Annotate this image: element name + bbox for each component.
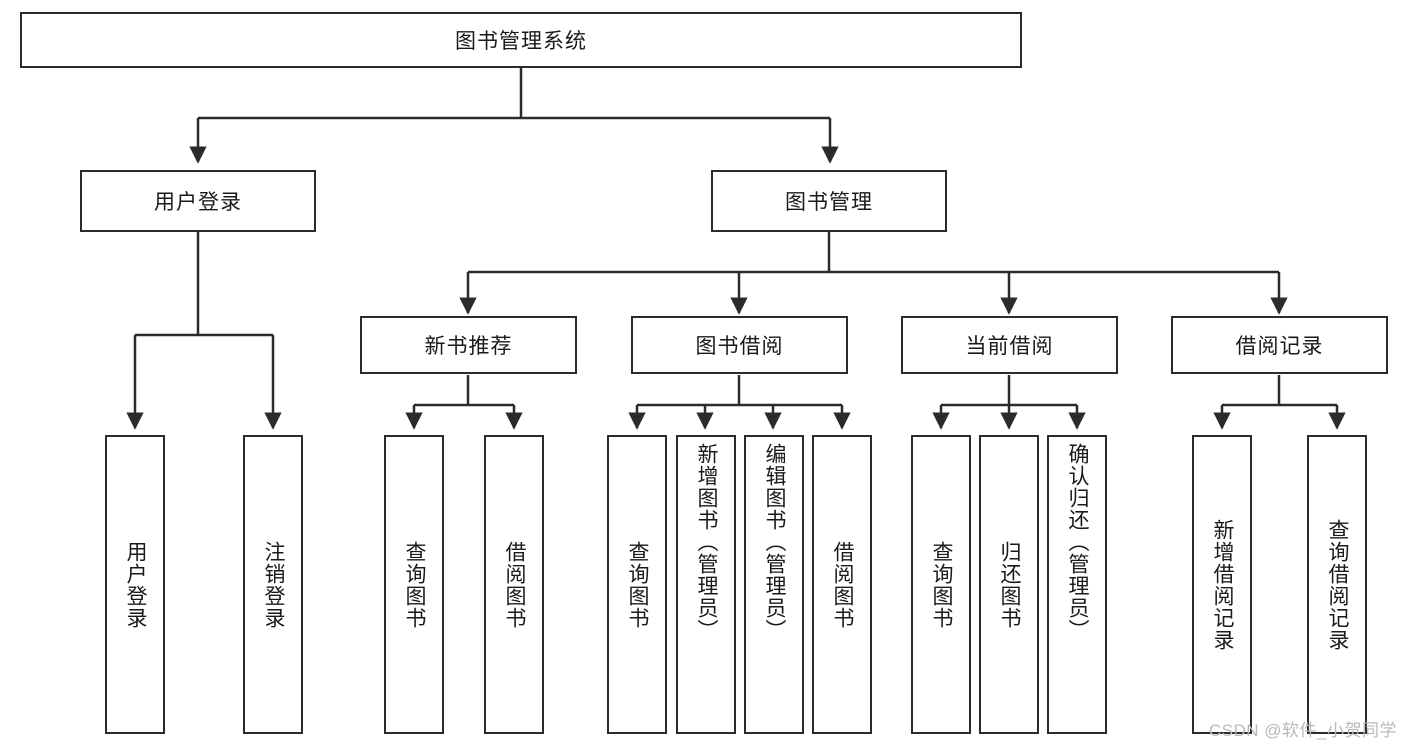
node-borrow-record[interactable]: 借阅记录 — [1171, 316, 1388, 374]
leaf-record-add-record[interactable]: 新增借阅记录 — [1192, 435, 1252, 734]
node-label: 注销登录 — [261, 540, 285, 629]
node-label: 确认归还（管理员） — [1065, 443, 1089, 641]
leaf-current-confirm-return-admin[interactable]: 确认归还（管理员） — [1047, 435, 1107, 734]
leaf-borrow-edit-book-admin[interactable]: 编辑图书（管理员） — [744, 435, 804, 734]
leaf-borrow-borrow-book[interactable]: 借阅图书 — [812, 435, 872, 734]
node-label: 查询图书 — [402, 540, 426, 629]
node-book-borrow[interactable]: 图书借阅 — [631, 316, 848, 374]
node-label: 用户登录 — [123, 540, 147, 629]
node-label: 查询图书 — [929, 540, 953, 629]
node-label: 新书推荐 — [424, 335, 513, 358]
leaf-borrow-query-book[interactable]: 查询图书 — [607, 435, 667, 734]
leaf-user-login-login[interactable]: 用户登录 — [105, 435, 165, 734]
leaf-current-query-book[interactable]: 查询图书 — [911, 435, 971, 734]
leaf-user-login-logout[interactable]: 注销登录 — [243, 435, 303, 734]
node-label: 归还图书 — [997, 540, 1021, 629]
node-label: 查询借阅记录 — [1325, 518, 1349, 651]
node-user-login[interactable]: 用户登录 — [80, 170, 316, 232]
node-label: 新增借阅记录 — [1210, 518, 1234, 651]
node-label: 借阅记录 — [1235, 335, 1324, 358]
node-book-management[interactable]: 图书管理 — [711, 170, 947, 232]
node-label: 当前借阅 — [965, 335, 1054, 358]
node-current-borrow[interactable]: 当前借阅 — [901, 316, 1118, 374]
leaf-record-query-record[interactable]: 查询借阅记录 — [1307, 435, 1367, 734]
leaf-new-book-borrow[interactable]: 借阅图书 — [484, 435, 544, 734]
leaf-new-book-query[interactable]: 查询图书 — [384, 435, 444, 734]
node-new-book-recommend[interactable]: 新书推荐 — [360, 316, 577, 374]
node-root-system[interactable]: 图书管理系统 — [20, 12, 1022, 68]
node-label: 图书借阅 — [695, 335, 784, 358]
node-label: 图书管理 — [785, 191, 873, 214]
leaf-current-return-book[interactable]: 归还图书 — [979, 435, 1039, 734]
node-label: 借阅图书 — [502, 540, 526, 629]
leaf-borrow-add-book-admin[interactable]: 新增图书（管理员） — [676, 435, 736, 734]
node-label: 图书管理系统 — [455, 30, 587, 53]
node-label: 查询图书 — [625, 540, 649, 629]
node-label: 用户登录 — [154, 191, 242, 214]
node-label: 新增图书（管理员） — [694, 443, 718, 641]
node-label: 编辑图书（管理员） — [762, 443, 786, 641]
node-label: 借阅图书 — [830, 540, 854, 629]
watermark-text: CSDN @软件_小贺同学 — [1208, 721, 1397, 740]
